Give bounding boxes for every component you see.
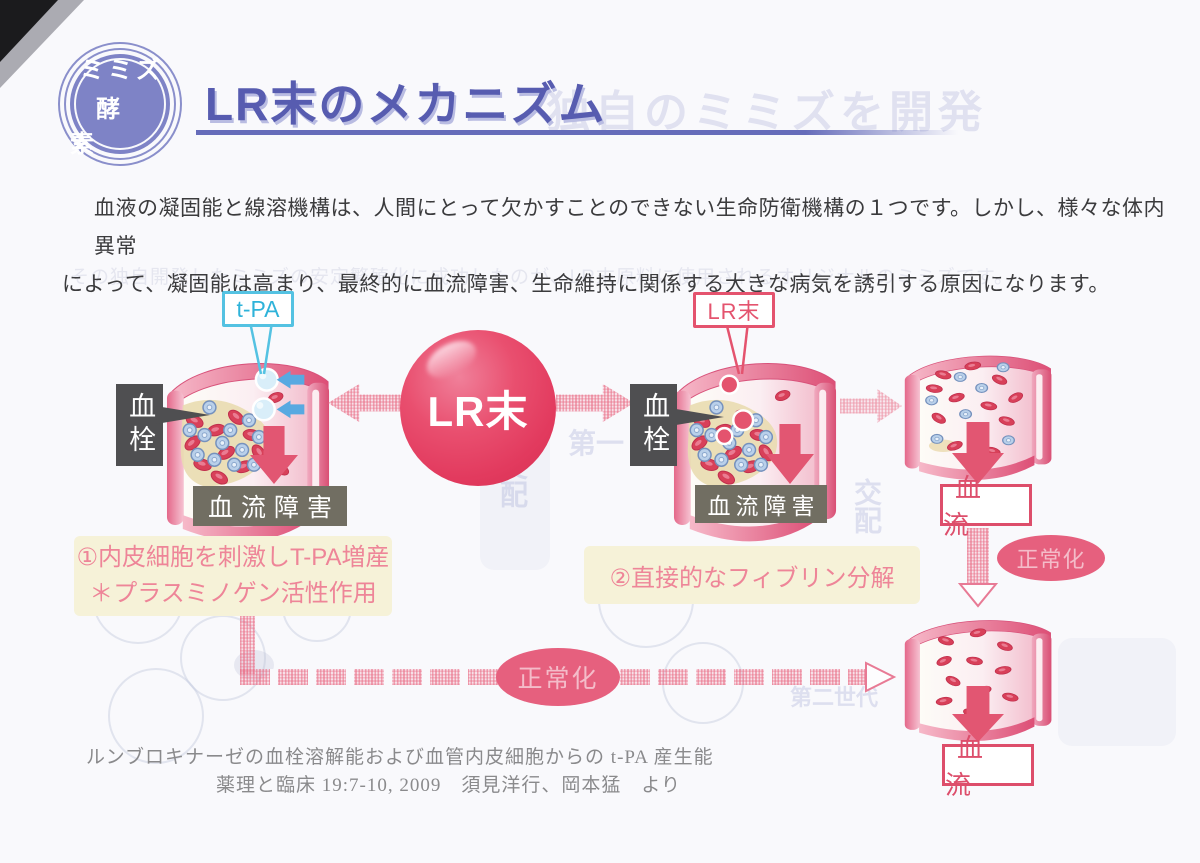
ghost-circle (108, 668, 204, 764)
ghost-paragraph-line: その独自開発したミミズの安定繁殖化に成功したのが、LR末原料に使用されるオリジナ… (70, 267, 1015, 288)
citation-line-2: 薬理と臨床 19:7-10, 2009 須見洋行、岡本猛 より (216, 775, 681, 796)
citation-line-1: ルンブロキナーゼの血栓溶解能および血管内皮細胞からの t-PA 産生能 (86, 747, 714, 768)
ghost-text-first-gen: 第一 (568, 428, 625, 459)
normalize-oval-center: 正常化 (496, 648, 620, 706)
normalize-oval-right: 正常化 (997, 535, 1105, 581)
tpa-arrow-icon (276, 370, 305, 389)
intro-line-2: によって、凝固能は高まり、最終的に血流障害、生命維持に関係する大きな病気を誘引す… (62, 273, 1110, 296)
obstruction-tag-left: 血流障害 (193, 486, 347, 526)
hatched-arrow-left-icon (328, 384, 406, 422)
ghost-text-mating-2: 交配 (851, 478, 882, 534)
tpa-arrow-icon (276, 400, 305, 419)
note-box-2: ②直接的なフィブリン分解 (584, 546, 920, 604)
earthworm-enzyme-badge: ミミズ 酵素 (70, 54, 170, 158)
outline-arrowhead-down-icon (957, 583, 999, 608)
clot-tag-right: 血栓 (630, 384, 678, 466)
hatched-arrow-right-icon (556, 384, 634, 422)
lr-callout-pointer (724, 322, 750, 375)
lr-powder-sphere-label: LR末 (427, 387, 529, 435)
flow-tag-bottom: 血流 (942, 733, 1034, 800)
hatched-arrow-right-2-icon (840, 389, 902, 423)
page-title: LR末のメカニズム (205, 78, 607, 130)
ghost-title: 独自のミミズを開発 (546, 88, 987, 137)
clot-tag-pointer (670, 408, 724, 426)
obstruction-tag-right: 血流障害 (695, 485, 827, 523)
note-1-line-2: ＊プラスミノゲン活性作用 (89, 580, 377, 607)
outline-arrowhead-right-icon (865, 661, 897, 693)
vessel-clot-lr-illustration (673, 363, 837, 542)
hatched-connector-vertical (240, 616, 255, 674)
ghost-text-second-gen: 第二世代 (790, 685, 879, 710)
vessel-free-flow-illustration (904, 355, 1052, 481)
badge-line-2: 酵素 (70, 95, 146, 158)
lr-callout-box: LR末 (693, 292, 775, 328)
title-underline (196, 130, 958, 135)
flow-tag-top: 血流 (940, 473, 1032, 540)
vessel-clot-tpa-illustration (166, 363, 330, 542)
ghost-circle (180, 615, 266, 701)
intro-paragraph: 血液の凝固能と線溶機構は、人間にとって欠かすことのできない生命防衛機構の１つです… (62, 190, 1167, 304)
badge-line-1: ミミズ (80, 56, 164, 84)
note-box-1: ①内皮細胞を刺激しT-PA増産 ＊プラスミノゲン活性作用 (74, 536, 392, 616)
lr-powder-sphere: LR末 (400, 330, 556, 486)
tpa-callout-box: t-PA (222, 291, 294, 327)
hatched-connector-down (967, 528, 989, 584)
intro-line-1: 血液の凝固能と線溶機構は、人間にとって欠かすことのできない生命防衛機構の１つです… (94, 197, 1166, 258)
note-2-line-1: ②直接的なフィブリン分解 (609, 564, 895, 592)
ghost-rect (1058, 638, 1176, 746)
note-1-line-1: ①内皮細胞を刺激しT-PA増産 (76, 544, 390, 571)
tpa-callout-pointer (248, 322, 274, 375)
clot-tag-left: 血栓 (116, 384, 164, 466)
clot-tag-pointer (156, 406, 210, 424)
